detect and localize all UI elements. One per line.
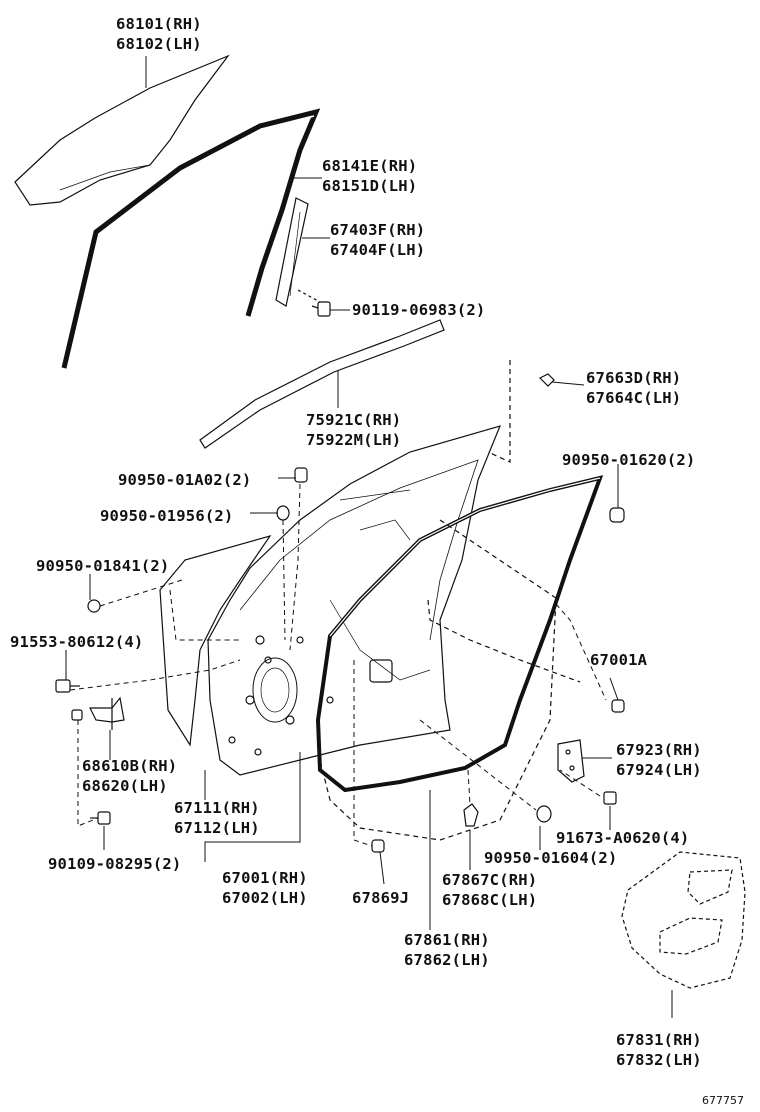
figure-number: 677757: [702, 1094, 744, 1107]
label-plug-01956: 90950-01956(2): [100, 506, 233, 526]
part-number: 67832(LH): [616, 1051, 702, 1069]
part-number: 68620(LH): [82, 777, 168, 795]
label-bolt-90109: 90109-08295(2): [48, 854, 181, 874]
part-number: 67867C(RH): [442, 871, 538, 889]
part-number: 67924(LH): [616, 761, 702, 779]
part-number: 67111(RH): [174, 799, 260, 817]
part-number: 67862(LH): [404, 951, 490, 969]
outer-weatherstrip: [199, 319, 445, 449]
part-number: 90950-01604(2): [484, 849, 618, 867]
door-inner-frame: [207, 425, 502, 776]
door-check-icon: [557, 739, 585, 783]
part-number: 68101(RH): [116, 15, 202, 33]
part-number: 90950-01841(2): [36, 557, 170, 575]
label-hinge: 68610B(RH) 68620(LH): [82, 756, 177, 796]
label-door-weatherstrip: 67861(RH) 67862(LH): [404, 930, 490, 970]
part-number: 90109-08295(2): [48, 855, 182, 873]
label-clip-67867: 67867C(RH) 67868C(LH): [442, 870, 537, 910]
part-number: 90119-06983(2): [352, 301, 486, 319]
part-number: 68102(LH): [116, 35, 202, 53]
label-plug-01620: 90950-01620(2): [562, 450, 695, 470]
part-number: 67403F(RH): [330, 221, 426, 239]
part-number: 91673-A0620(4): [556, 829, 690, 847]
label-plug-01604: 90950-01604(2): [484, 848, 617, 868]
part-number: 90950-01A02(2): [118, 471, 252, 489]
part-number: 67664C(LH): [586, 389, 682, 407]
label-door-panel: 67001(RH) 67002(LH): [222, 868, 308, 908]
part-number: 68610B(RH): [82, 757, 178, 775]
part-number: 90950-01620(2): [562, 451, 696, 469]
part-number: 67663D(RH): [586, 369, 682, 387]
label-bolt-90119: 90119-06983(2): [352, 300, 485, 320]
label-service-hole-cover: 67831(RH) 67832(LH): [616, 1030, 702, 1070]
part-number: 67002(LH): [222, 889, 308, 907]
clip-67869-icon: [371, 839, 385, 853]
label-plug-01841: 90950-01841(2): [36, 556, 169, 576]
part-number: 75921C(RH): [306, 411, 402, 429]
label-run-channel: 68141E(RH) 68151D(LH): [322, 156, 417, 196]
door-weatherstrip: [315, 475, 604, 793]
label-clip-67869: 67869J: [352, 888, 409, 908]
label-division-bar: 67403F(RH) 67404F(LH): [330, 220, 425, 260]
division-bar: [275, 197, 321, 307]
clip-67867-icon: [463, 803, 479, 827]
part-number: 67861(RH): [404, 931, 490, 949]
part-number: 91553-80612(4): [10, 633, 144, 651]
part-number: 67001A: [590, 651, 648, 669]
part-number: 67869J: [352, 889, 410, 907]
label-bolt-91553: 91553-80612(4): [10, 632, 143, 652]
part-number: 67923(RH): [616, 741, 702, 759]
door-outer-panel: [159, 534, 272, 747]
label-panel-67111: 67111(RH) 67112(LH): [174, 798, 260, 838]
part-number: 67868C(LH): [442, 891, 538, 909]
part-number: 90950-01956(2): [100, 507, 234, 525]
leader-dashed: [487, 360, 511, 463]
part-number: 68141E(RH): [322, 157, 418, 175]
clip-67663-icon: [538, 373, 555, 387]
part-number: 75922M(LH): [306, 431, 402, 449]
label-clip-67663: 67663D(RH) 67664C(LH): [586, 368, 681, 408]
label-outer-weatherstrip: 75921C(RH) 75922M(LH): [306, 410, 401, 450]
label-glass: 68101(RH) 68102(LH): [116, 14, 202, 54]
part-number: 67112(LH): [174, 819, 260, 837]
label-weatherstrip-67001a: 67001A: [590, 650, 647, 670]
leader-dashed: [319, 519, 557, 841]
part-number: 68151D(LH): [322, 177, 418, 195]
label-check-67923: 67923(RH) 67924(LH): [616, 740, 702, 780]
bolt-icon: [55, 679, 625, 825]
part-number: 67404F(LH): [330, 241, 426, 259]
leader-lines: [65, 56, 673, 1018]
leader-dashed: [427, 599, 581, 683]
bolt-90119-icon: [311, 301, 331, 317]
part-number: 67001(RH): [222, 869, 308, 887]
glass-run-channel: [61, 108, 321, 369]
dashed-leaders: [69, 483, 607, 847]
label-bolt-91673: 91673-A0620(4): [556, 828, 689, 848]
service-hole-cover: [621, 851, 746, 989]
part-number: 67831(RH): [616, 1031, 702, 1049]
label-plug-01a02: 90950-01A02(2): [118, 470, 251, 490]
door-hinge-icon: [89, 696, 125, 730]
door-glass: [14, 54, 230, 206]
